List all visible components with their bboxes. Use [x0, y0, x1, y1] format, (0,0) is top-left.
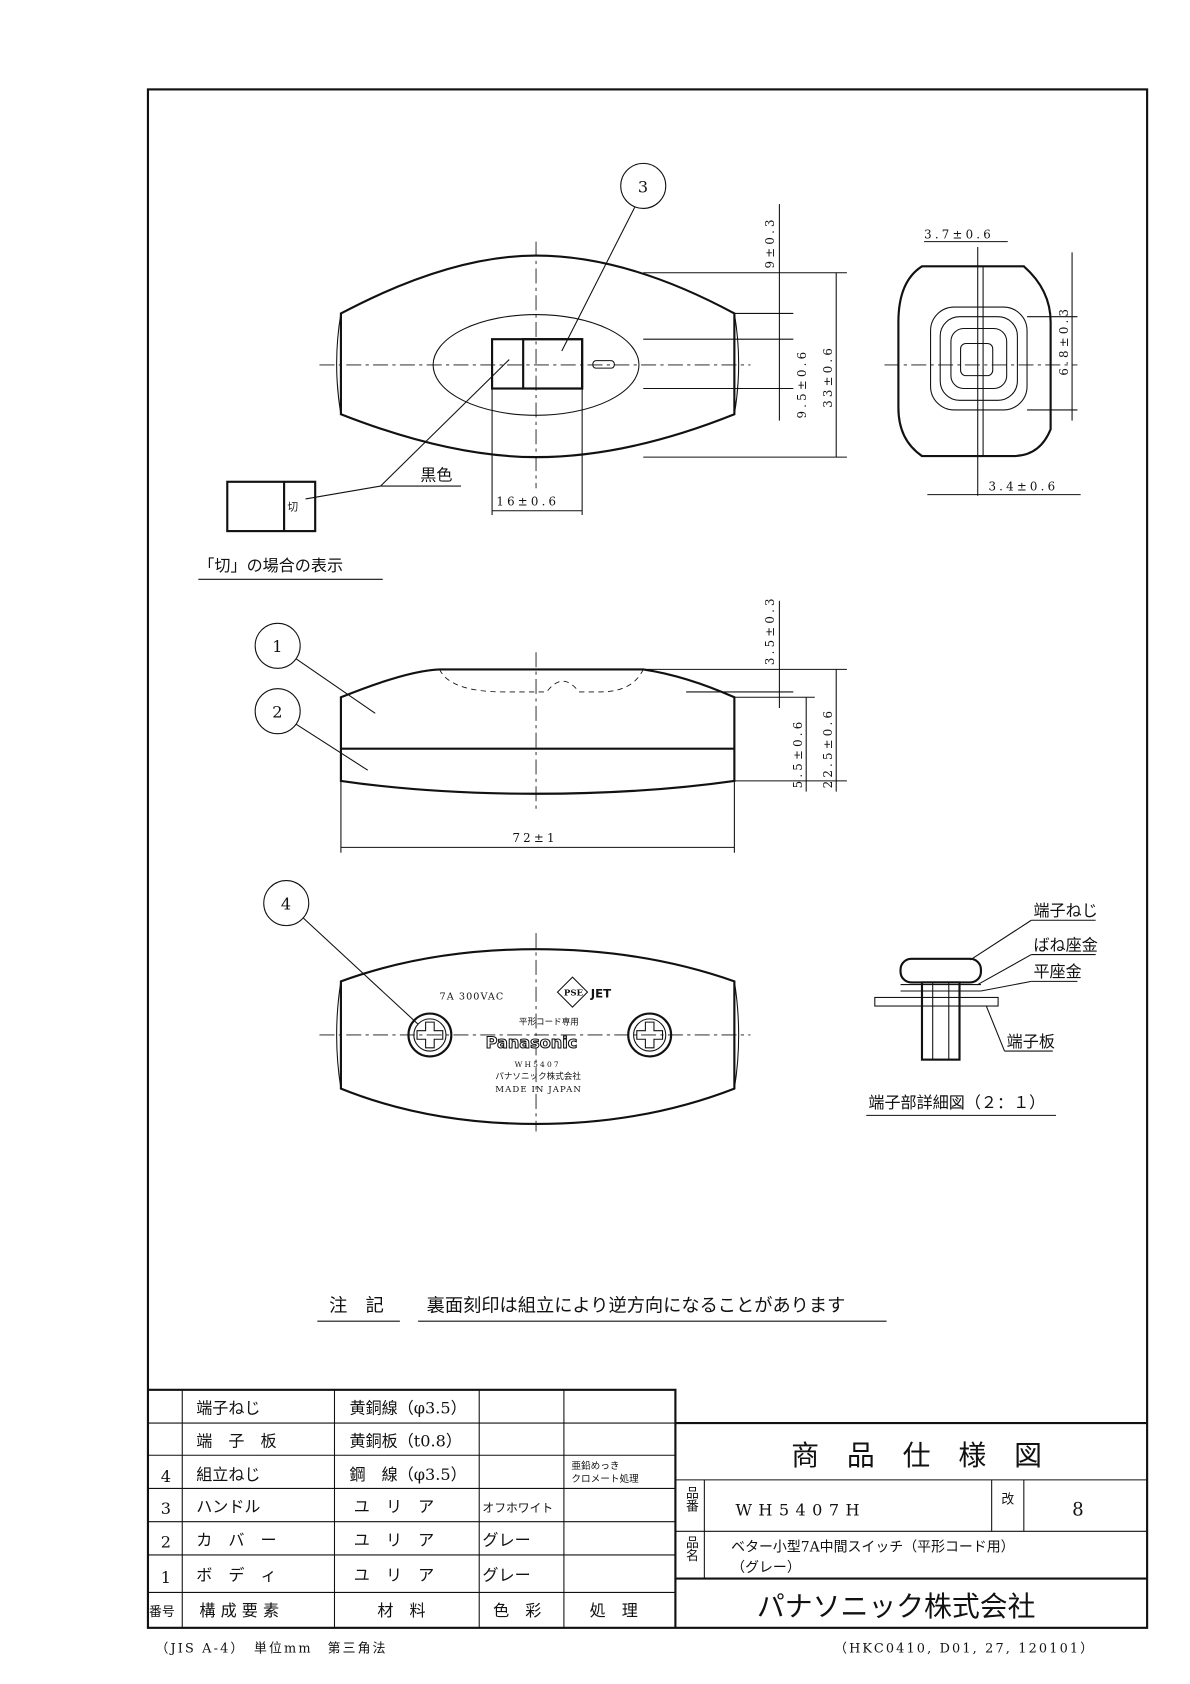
pse-mark: PSE	[564, 988, 584, 998]
cell-part: ボ デ ィ	[196, 1566, 276, 1585]
sheet-border	[146, 88, 1149, 1629]
header-part: 構 成 要 素	[199, 1601, 279, 1620]
cell-part: 端子ねじ	[196, 1398, 260, 1417]
product-name-label: 品名	[683, 1536, 698, 1562]
cell-color: グレー	[482, 1530, 530, 1549]
footer-standard: （JIS A-4） 単位mm 第三角法	[155, 1640, 387, 1656]
maker-text: パナソニック株式会社	[495, 1070, 581, 1082]
cell-no: 3	[161, 1499, 171, 1518]
bottom-view: 7A 300VAC PSE JET 平形コード専用 Panasonic WH54…	[263, 880, 751, 1132]
footer-doc-code: （HKC0410, D01, 27, 120101）	[834, 1641, 1095, 1656]
dim-side-3-4: 3.4±0.6	[988, 479, 1058, 493]
table-row: 2 カ バ ー ユ リ ア グレー	[161, 1530, 531, 1551]
revision-label: 改	[1001, 1492, 1014, 1507]
side-view: 3.7±0.6 6.8±0.3 3.4±0.6	[884, 227, 1081, 496]
cell-part: ハンドル	[196, 1497, 260, 1516]
label-terminal-plate: 端子板	[1007, 1032, 1055, 1051]
dim-front-5-5: 5.5±0.6	[791, 719, 805, 789]
note-text: 裏面刻印は組立により逆方向になることがあります	[427, 1296, 846, 1317]
parts-table: 端子ねじ 黄銅線（φ3.5） 端 子 板 黄銅板（t0.8） 4 組立ねじ 鋼 …	[147, 1388, 677, 1628]
note-label: 注 記	[329, 1296, 384, 1317]
dim-side-3-7: 3.7±0.6	[924, 227, 994, 241]
rating-text: 7A 300VAC	[440, 992, 505, 1003]
label-black: 黒色	[420, 466, 452, 485]
front-view: 3.5±0.3 5.5±0.6 22.5±0.6 72±1 1 2	[254, 595, 847, 853]
cord-text: 平形コード専用	[519, 1015, 579, 1027]
company-name: パナソニック株式会社	[757, 1590, 1036, 1623]
dim-width-16: 16±0.6	[496, 494, 559, 508]
off-caption: 「切」の場合の表示	[198, 556, 343, 575]
dim-side-6-8: 6.8±0.3	[1057, 306, 1071, 376]
balloon-1	[254, 622, 301, 669]
cell-material: 黄銅板（t0.8）	[349, 1432, 461, 1451]
drawing-title: 商 品 仕 様 図	[791, 1439, 1042, 1472]
balloon-4-label: 4	[281, 895, 291, 914]
label-flat-washer: 平座金	[1033, 962, 1081, 981]
cell-material: ユ リ ア	[354, 1530, 434, 1549]
detail-caption: 端子部詳細図（２：１）	[868, 1093, 1045, 1112]
header-no: 番号	[149, 1605, 175, 1620]
cell-material: ユ リ ア	[354, 1566, 434, 1585]
cell-material: 黄銅線（φ3.5）	[349, 1398, 466, 1417]
off-mark: 切	[287, 501, 298, 514]
product-name: ベター小型7A中間スイッチ（平形コード用）	[731, 1540, 1014, 1556]
top-view: 16±0.6 9±0.3 9.5±0.6 33±0.6 3 黒色 切 「切」の場…	[198, 162, 847, 580]
cell-color: オフホワイト	[482, 1501, 553, 1515]
cell-material: ユ リ ア	[354, 1497, 434, 1516]
table-row: 4 組立ねじ 鋼 線（φ3.5） 亜鉛めっき クロメート処理	[161, 1460, 639, 1486]
cell-material: 鋼 線（φ3.5）	[349, 1465, 466, 1484]
dim-length-72: 72±1	[512, 831, 557, 845]
header-material: 材 料	[377, 1601, 425, 1620]
balloon-2	[254, 688, 301, 735]
cell-no: 1	[161, 1568, 171, 1587]
cell-part: 組立ねじ	[196, 1465, 260, 1484]
header-treatment: 処 理	[590, 1601, 638, 1620]
revision-value: 8	[1072, 1499, 1084, 1520]
dim-front-3-5: 3.5±0.3	[763, 595, 777, 665]
assembly-screw-icon	[627, 1012, 673, 1058]
cell-treatment: 亜鉛めっき	[571, 1460, 619, 1472]
balloon-2-label: 2	[272, 703, 282, 722]
cell-treatment: クロメート処理	[571, 1473, 639, 1485]
cell-no: 2	[161, 1532, 171, 1551]
part-no: WH5407H	[735, 1500, 866, 1519]
table-row: 3 ハンドル ユ リ ア オフホワイト	[161, 1497, 553, 1518]
balloon-1-label: 1	[272, 637, 282, 656]
label-terminal-screw: 端子ねじ	[1033, 901, 1097, 920]
cell-part: 端 子 板	[196, 1432, 276, 1451]
jet-mark: JET	[590, 986, 611, 1000]
title-block: 商 品 仕 様 図 品番 WH5407H 改 8 品名 ベター小型7A中間スイッ…	[675, 1421, 1148, 1623]
table-header: 番号 構 成 要 素 材 料 色 彩 処 理	[149, 1601, 638, 1620]
origin-text: MADE IN JAPAN	[495, 1085, 582, 1095]
model-text: WH5407	[515, 1060, 561, 1069]
dim-front-22-5: 22.5±0.6	[821, 708, 835, 789]
cell-part: カ バ ー	[196, 1530, 276, 1549]
cell-color: グレー	[482, 1566, 530, 1585]
header-color: 色 彩	[493, 1601, 541, 1620]
pse-mark-icon	[556, 976, 589, 1008]
dim-height-9: 9±0.3	[763, 216, 777, 268]
product-name-color: （グレー）	[731, 1560, 801, 1576]
part-no-label: 品番	[683, 1486, 698, 1513]
terminal-detail: 端子ねじ ばね座金 平座金 端子板 端子部詳細図（２：１）	[866, 901, 1098, 1116]
table-row: 1 ボ デ ィ ユ リ ア グレー	[161, 1566, 531, 1587]
assembly-screw-icon	[407, 1012, 453, 1058]
balloon-3	[620, 162, 667, 209]
table-row: 端 子 板 黄銅板（t0.8）	[196, 1432, 462, 1451]
table-row: 端子ねじ 黄銅線（φ3.5）	[196, 1398, 467, 1417]
brand-logo: Panasonic	[486, 1033, 578, 1052]
balloon-3-label: 3	[638, 177, 648, 196]
balloon-4	[263, 880, 310, 927]
cell-no: 4	[161, 1467, 171, 1486]
dim-height-33: 33±0.6	[821, 345, 835, 408]
label-spring-washer: ばね座金	[1033, 935, 1097, 954]
dim-height-9-5: 9.5±0.6	[795, 349, 809, 419]
